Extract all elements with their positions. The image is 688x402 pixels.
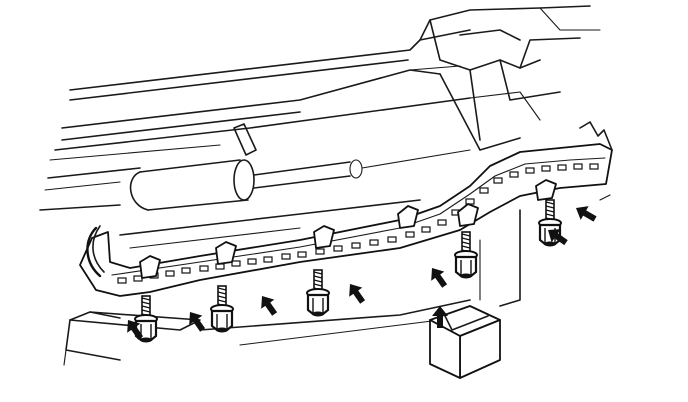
pointer-arrow-icon bbox=[189, 312, 206, 332]
vehicle-underbody-structure bbox=[39, 5, 611, 379]
hex-flange-bolt-icon bbox=[210, 285, 234, 333]
pointer-arrow-icon bbox=[349, 284, 366, 304]
pointer-arrow-icon bbox=[431, 268, 448, 288]
hex-flange-bolt-icon bbox=[454, 231, 478, 279]
pointer-arrow-icon bbox=[127, 320, 144, 340]
pointer-arrow-icon bbox=[261, 296, 278, 316]
hex-flange-bolt-icon bbox=[306, 269, 330, 317]
arrows-layer bbox=[127, 206, 597, 340]
protector-slots bbox=[117, 163, 599, 284]
pointer-arrow-icon bbox=[432, 306, 448, 328]
pointer-arrow-icon bbox=[548, 229, 568, 246]
hex-flange-bolt-icon bbox=[134, 295, 158, 343]
pointer-arrow-icon bbox=[576, 206, 597, 222]
wire-harness-protector bbox=[79, 121, 613, 297]
